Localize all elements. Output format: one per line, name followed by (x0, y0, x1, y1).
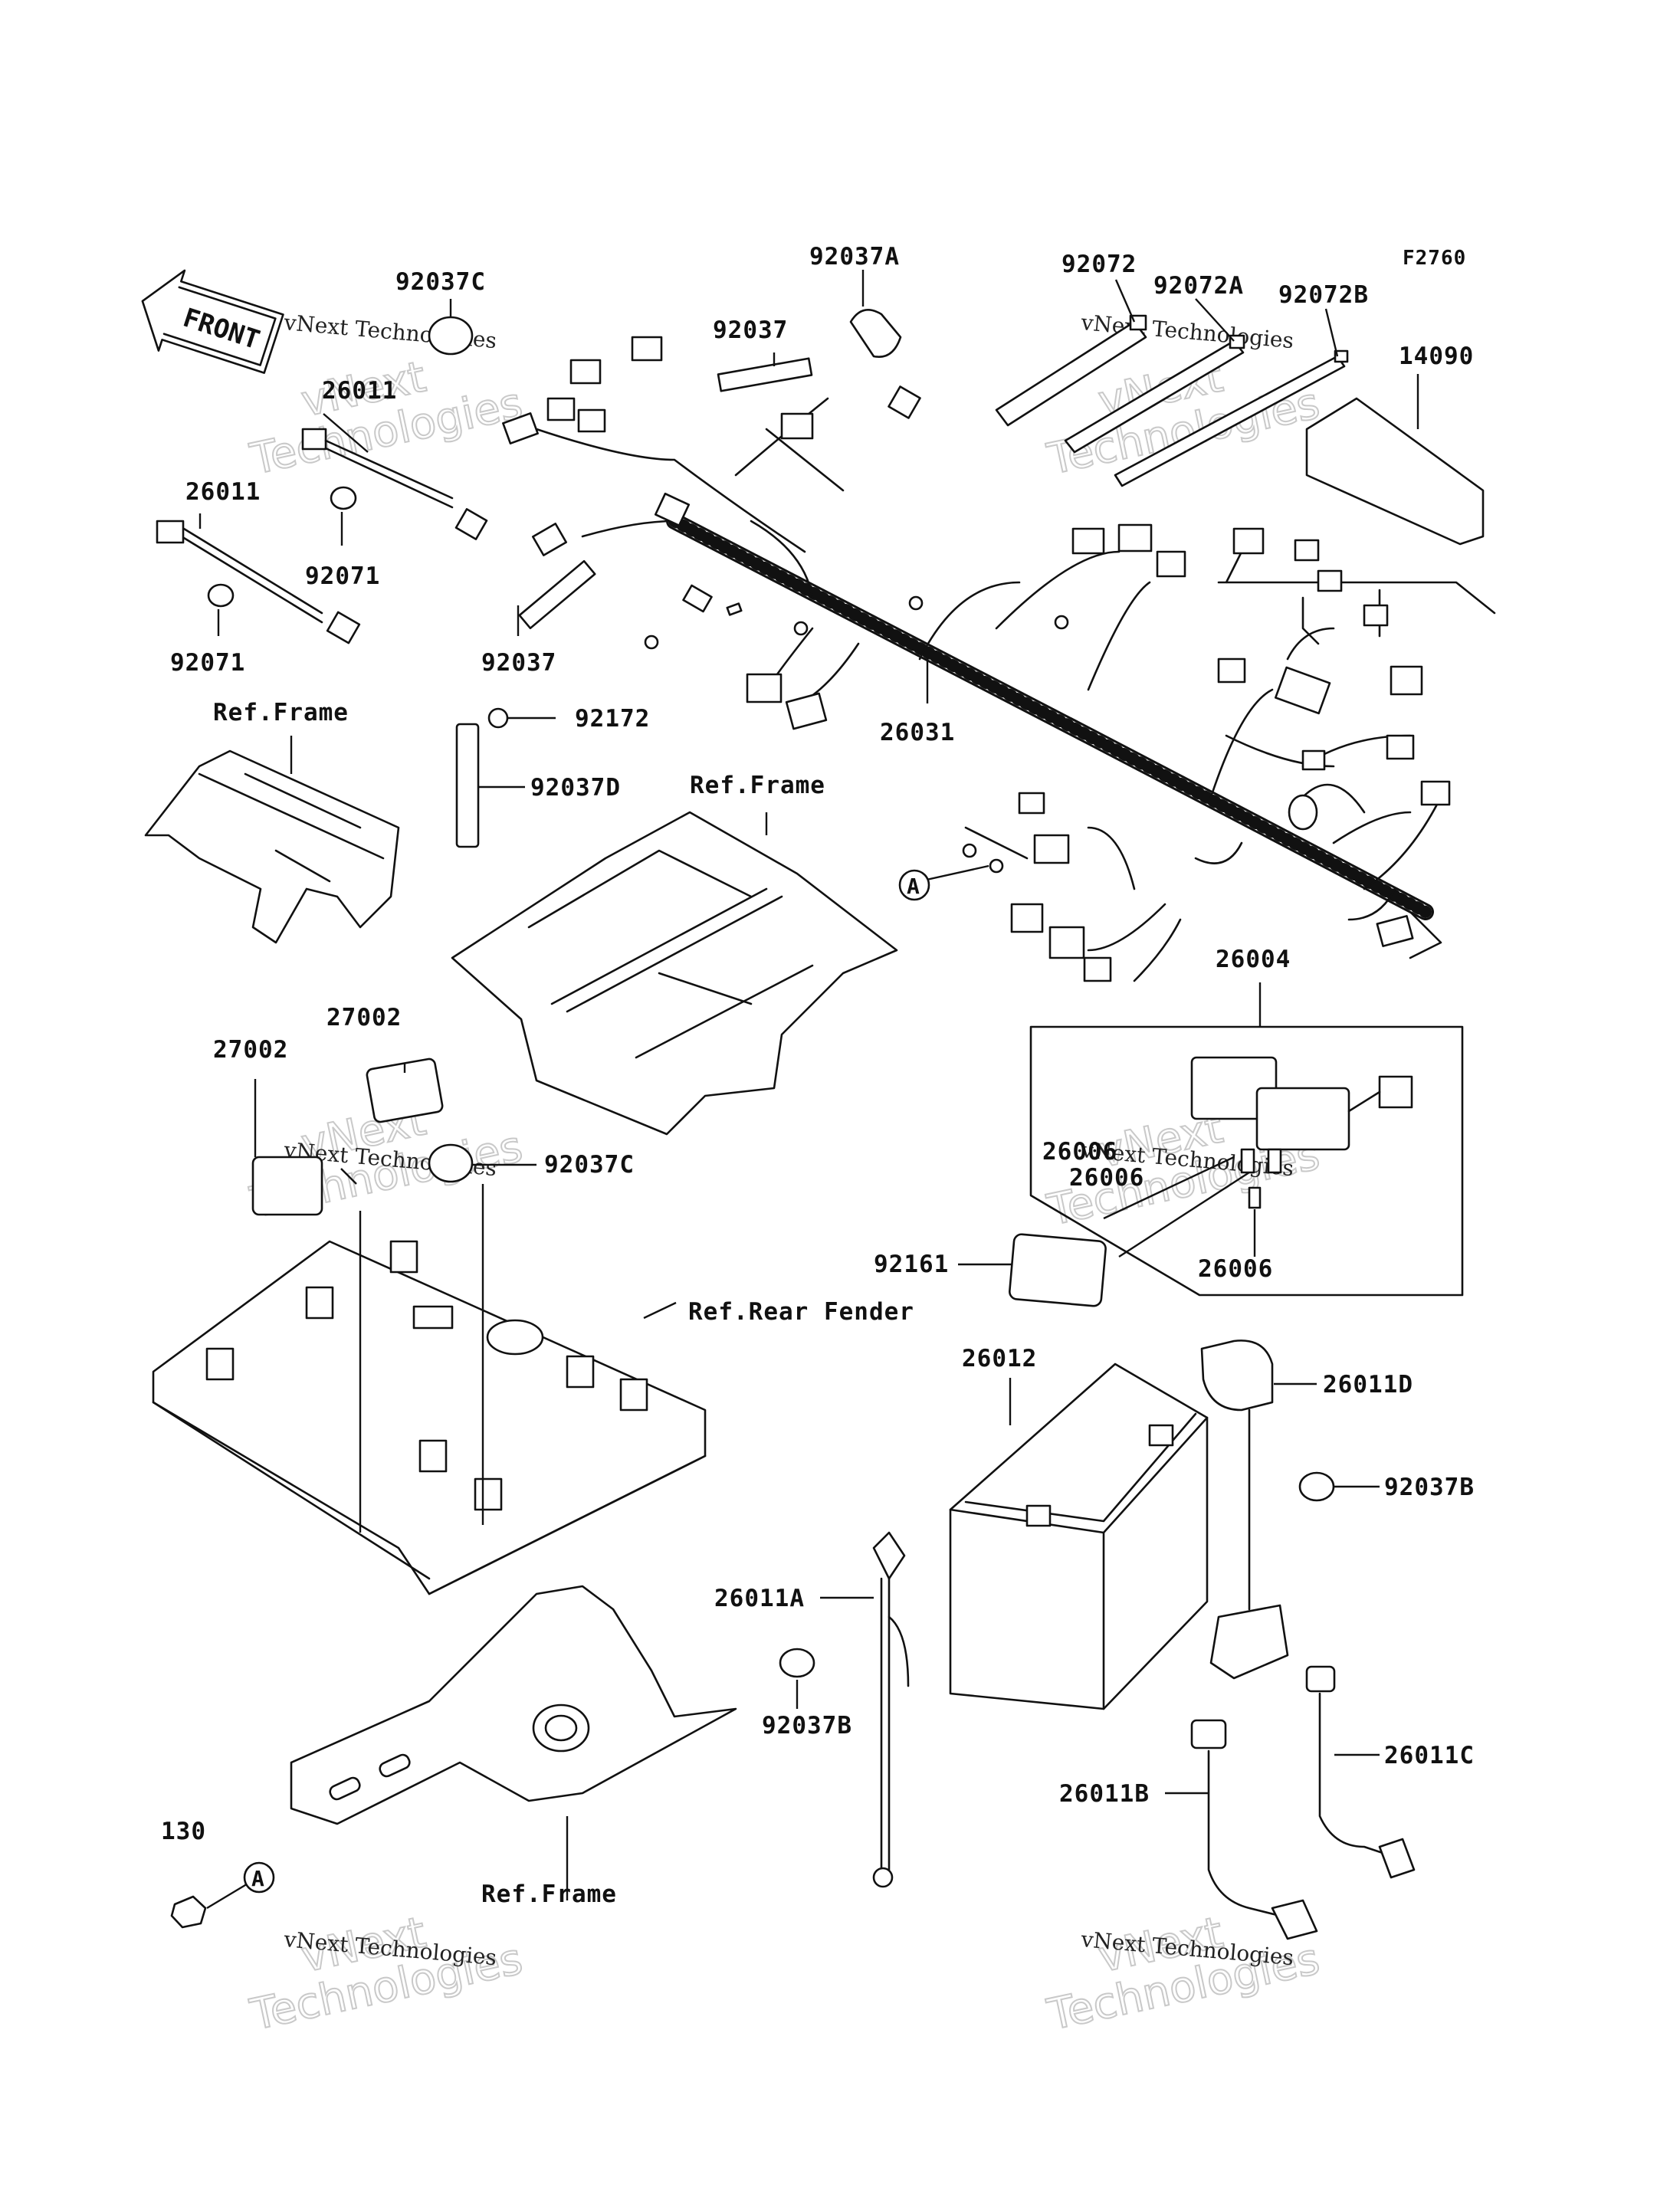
rear-fender (152, 1240, 707, 1595)
ref-rear-fender: Ref.Rear Fender (688, 1298, 914, 1326)
figure-code: F2760 (1403, 247, 1466, 270)
cover-14090 (1305, 397, 1485, 546)
band-92037D (455, 723, 480, 848)
cable-26011C (1305, 1665, 1416, 1879)
box-26004 (1029, 1025, 1464, 1297)
callout-26006-a: 26006 (1042, 1138, 1117, 1166)
callout-92072B: 92072B (1278, 281, 1369, 309)
callout-labels: 92037C 26011 26011 92071 92071 92037 920… (161, 243, 1475, 1908)
marker-a-top: A (898, 869, 930, 901)
frame-left (144, 749, 400, 944)
callout-26006-b: 26006 (1069, 1164, 1144, 1192)
callout-26011B: 26011B (1059, 1780, 1150, 1808)
ref-frame-bottom: Ref.Frame (481, 1881, 617, 1908)
clamp-92037C-top (428, 316, 474, 356)
frame-center (451, 811, 898, 1136)
callout-26011D: 26011D (1323, 1371, 1413, 1399)
svg-text:A: A (907, 874, 920, 899)
marker-a-bottom: A (243, 1861, 275, 1894)
callout-92172: 92172 (575, 705, 650, 733)
callout-92071-low: 92071 (170, 649, 245, 677)
ref-frame-mid: Ref.Frame (690, 772, 825, 799)
callout-26011-top: 26011 (322, 377, 397, 405)
callout-14090: 14090 (1399, 343, 1474, 370)
band-92037-low (518, 559, 596, 630)
callout-92037D: 92037D (530, 774, 621, 802)
front-arrow-icon: FRONT (141, 269, 284, 374)
bolt-130 (170, 1895, 207, 1929)
callout-26004: 26004 (1216, 946, 1291, 973)
leader-lines (199, 270, 1419, 1910)
clamp-92037A (849, 309, 902, 358)
callout-92037C-mid: 92037C (544, 1151, 635, 1179)
callout-92037A: 92037A (809, 243, 900, 271)
grommet-92071 (207, 486, 357, 608)
clamp-92037B-right (1298, 1471, 1335, 1502)
svg-text:A: A (251, 1866, 265, 1891)
relay-27002-right (366, 1058, 444, 1123)
cap-92161 (1009, 1233, 1107, 1307)
callout-26012: 26012 (962, 1345, 1037, 1372)
callout-130: 130 (161, 1818, 206, 1845)
callout-26031: 26031 (880, 719, 955, 746)
battery-26012 (949, 1362, 1209, 1710)
cable-26011A (872, 1531, 910, 1888)
callout-92072A: 92072A (1153, 272, 1244, 300)
callout-27002-right: 27002 (326, 1004, 402, 1031)
callout-92037B-right: 92037B (1384, 1474, 1475, 1501)
band-92037 (717, 357, 813, 392)
cable-26011D (1200, 1340, 1289, 1680)
callout-26011A: 26011A (714, 1585, 805, 1612)
callout-92037B-left: 92037B (762, 1712, 852, 1740)
main-harness-26031 (502, 336, 1496, 982)
callout-26011C: 26011C (1384, 1742, 1475, 1769)
callout-92072: 92072 (1061, 251, 1137, 278)
callout-92161: 92161 (874, 1251, 949, 1278)
callout-92037C-top: 92037C (395, 268, 486, 296)
sensor-lead-26011-left (156, 520, 361, 644)
cable-26011B (1190, 1719, 1318, 1940)
ref-frame-top: Ref.Frame (213, 699, 349, 726)
callout-26006-c: 26006 (1198, 1255, 1273, 1283)
clamp-92037C-mid (428, 1143, 474, 1183)
callout-92037-low: 92037 (481, 649, 556, 677)
frame-bottom (290, 1585, 737, 1825)
clamp-92037B-left (779, 1648, 815, 1678)
callout-26011-left: 26011 (185, 478, 261, 506)
bolt-92172 (487, 707, 509, 729)
callout-27002-left: 27002 (213, 1036, 288, 1064)
relay-27002-left (251, 1156, 323, 1216)
cable-ties (995, 314, 1349, 487)
callout-92037: 92037 (713, 316, 788, 344)
sensor-lead-26011-top (301, 428, 488, 540)
callout-92071-mid: 92071 (305, 562, 380, 590)
